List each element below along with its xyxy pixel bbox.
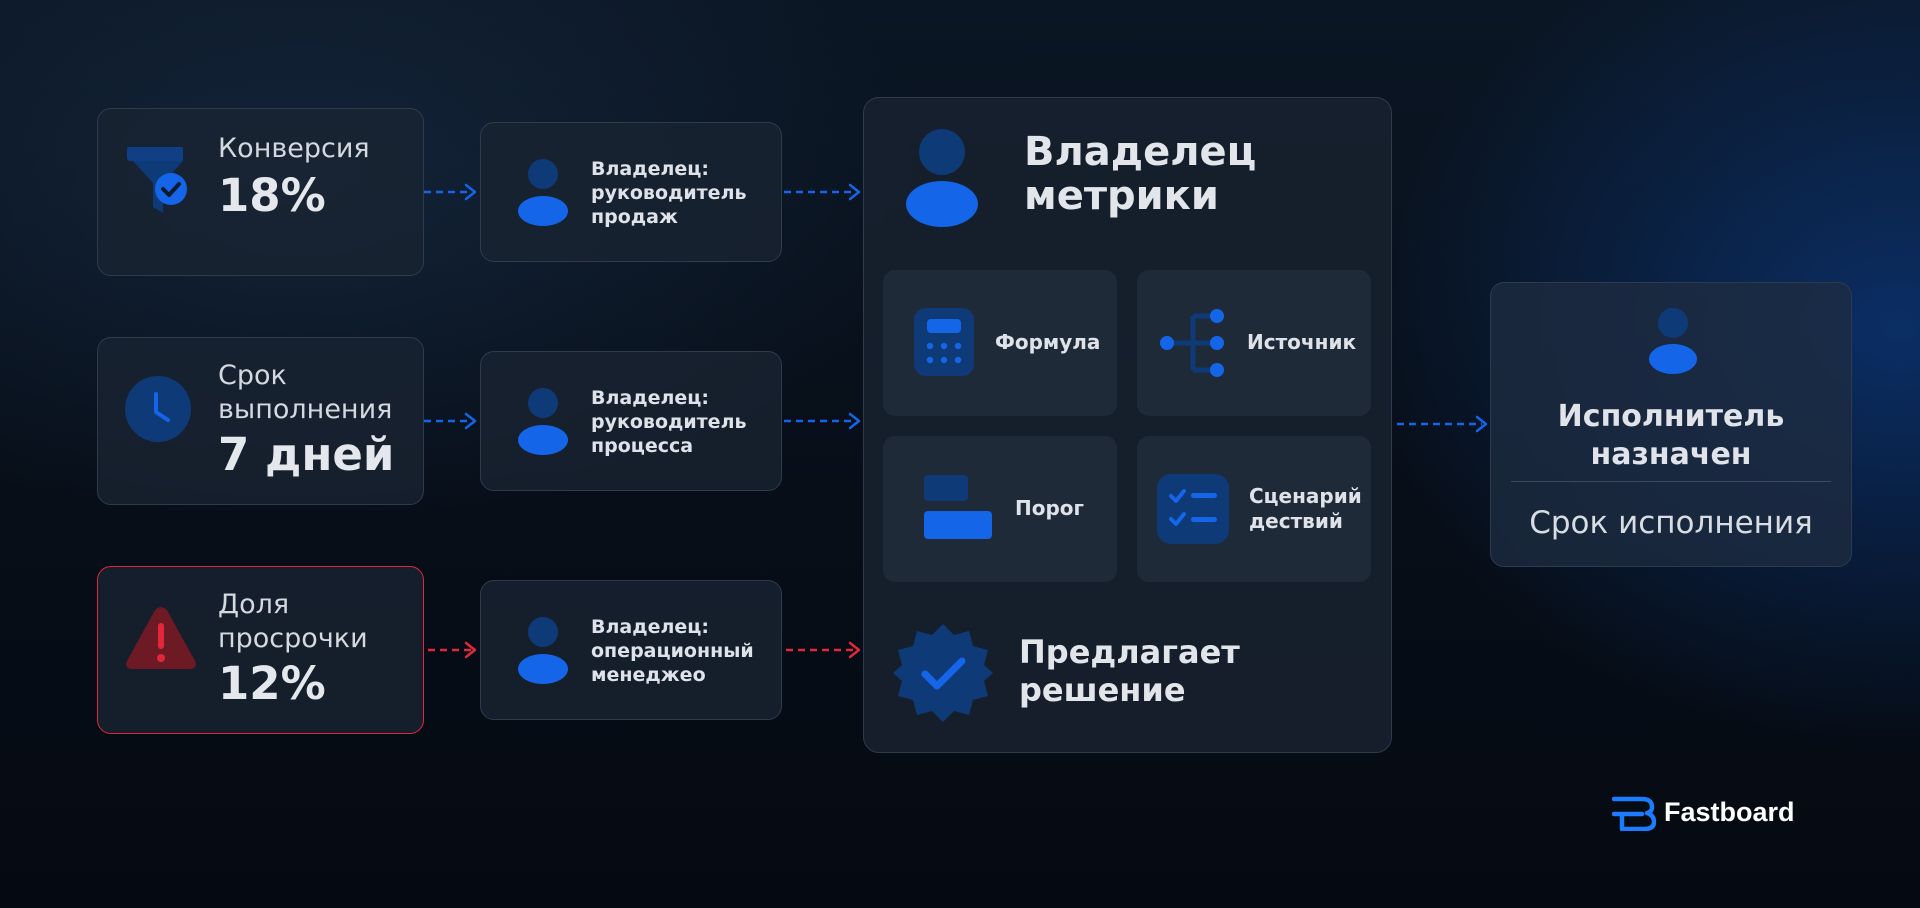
checklist-icon bbox=[1157, 474, 1229, 548]
owner-card-sales: Владелец: руководитель продаж bbox=[480, 122, 782, 262]
owner-line1: Владелец: bbox=[591, 616, 709, 638]
metric-card-lead-time: Срок выполнения 7 дней bbox=[97, 337, 424, 505]
tile-formula: Формула bbox=[883, 270, 1117, 416]
fastboard-logo-icon bbox=[1611, 795, 1657, 835]
owner-card-process: Владелец: руководитель процесса bbox=[480, 351, 782, 491]
metric-owner-panel: Владелец метрики Формула Источник bbox=[863, 97, 1392, 753]
panel-title-line2: метрики bbox=[1024, 173, 1219, 219]
warning-icon bbox=[123, 603, 199, 677]
owner-line3: процесса bbox=[591, 435, 694, 457]
owner-text: Владелец: руководитель процесса bbox=[591, 386, 747, 458]
owner-line1: Владелец: bbox=[591, 158, 709, 180]
person-icon bbox=[515, 157, 571, 231]
proposal-text: Предлагает решение bbox=[1019, 633, 1240, 709]
metric-value: 7 дней bbox=[218, 428, 395, 481]
assignee-subtitle: Срок исполнения bbox=[1529, 505, 1813, 541]
person-icon bbox=[1647, 307, 1699, 379]
owner-card-operations: Владелец: операционный менеджео bbox=[480, 580, 782, 720]
panel-title: Владелец метрики bbox=[1024, 130, 1256, 218]
verified-badge-icon bbox=[892, 622, 994, 728]
funnel-check-icon bbox=[123, 143, 193, 227]
assignee-card: Исполнитель назначен Срок исполнения bbox=[1490, 282, 1852, 567]
metric-value: 18% bbox=[218, 169, 326, 222]
metric-label: Конверсия bbox=[218, 133, 370, 164]
tile-label: Сценарий дествий bbox=[1249, 484, 1362, 534]
owner-line2: операционный bbox=[591, 640, 754, 662]
assignee-title-line1: Исполнитель bbox=[1557, 399, 1785, 434]
owner-line2: руководитель bbox=[591, 411, 747, 433]
tile-label: Формула bbox=[995, 330, 1101, 354]
metric-label-line2: просрочки bbox=[218, 623, 368, 654]
brand-name: Fastboard bbox=[1664, 797, 1795, 827]
tile-label-line2: дествий bbox=[1249, 509, 1343, 533]
panel-title-line1: Владелец bbox=[1024, 129, 1257, 175]
owner-line1: Владелец: bbox=[591, 387, 709, 409]
person-icon bbox=[515, 615, 571, 689]
person-icon bbox=[515, 386, 571, 460]
tile-threshold: Порог bbox=[883, 436, 1117, 582]
metric-label-line2: выполнения bbox=[218, 394, 393, 425]
tile-action-scenario: Сценарий дествий bbox=[1137, 436, 1371, 582]
metric-label-line1: Доля bbox=[218, 589, 290, 620]
tile-label-line1: Сценарий bbox=[1249, 484, 1362, 508]
person-icon bbox=[904, 128, 980, 232]
divider bbox=[1511, 481, 1831, 482]
owner-text: Владелец: операционный менеджео bbox=[591, 615, 754, 687]
metric-value: 12% bbox=[218, 657, 326, 710]
proposal-line2: решение bbox=[1019, 671, 1186, 709]
owner-line3: менеджео bbox=[591, 664, 706, 686]
owner-line3: продаж bbox=[591, 206, 678, 228]
tile-label: Порог bbox=[1015, 496, 1084, 520]
tree-icon bbox=[1159, 308, 1227, 382]
metric-label-line1: Срок bbox=[218, 360, 287, 391]
metric-card-overdue-share: Доля просрочки 12% bbox=[97, 566, 424, 734]
calculator-icon bbox=[914, 308, 974, 380]
owner-text: Владелец: руководитель продаж bbox=[591, 157, 747, 229]
owner-line2: руководитель bbox=[591, 182, 747, 204]
tile-label: Источник bbox=[1247, 330, 1357, 354]
assignee-title: Исполнитель назначен bbox=[1491, 398, 1851, 474]
clock-icon bbox=[123, 374, 193, 448]
threshold-icon bbox=[924, 475, 994, 545]
metric-card-conversion: Конверсия 18% bbox=[97, 108, 424, 276]
assignee-title-line2: назначен bbox=[1590, 437, 1752, 472]
tile-source: Источник bbox=[1137, 270, 1371, 416]
proposal-line1: Предлагает bbox=[1019, 633, 1240, 671]
